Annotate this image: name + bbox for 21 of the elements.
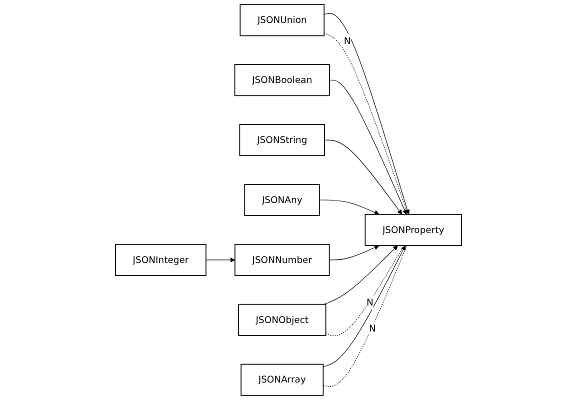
edge-label: N bbox=[366, 297, 374, 308]
arrow bbox=[324, 245, 398, 305]
node-box: JSONObject bbox=[238, 304, 326, 336]
arrow bbox=[322, 245, 406, 368]
node-box: JSONArray bbox=[240, 364, 324, 396]
node-box: JSONInteger bbox=[115, 244, 206, 276]
arrow bbox=[206, 257, 236, 262]
node-box: JSONBoolean bbox=[234, 64, 330, 96]
arrow bbox=[329, 245, 380, 260]
node-box: JSONProperty bbox=[364, 214, 462, 246]
edge-label: N bbox=[344, 35, 351, 46]
node-box: JSONNumber bbox=[234, 244, 330, 276]
arrow bbox=[324, 140, 402, 215]
arrow bbox=[319, 200, 380, 215]
edge-label: N bbox=[368, 322, 376, 334]
arrow bbox=[329, 80, 407, 215]
node-box: JSONAny bbox=[244, 184, 320, 216]
node-box: JSONString bbox=[239, 124, 325, 156]
connector bbox=[326, 245, 404, 336]
node-box: JSONUnion bbox=[240, 4, 325, 36]
connector bbox=[322, 245, 408, 387]
